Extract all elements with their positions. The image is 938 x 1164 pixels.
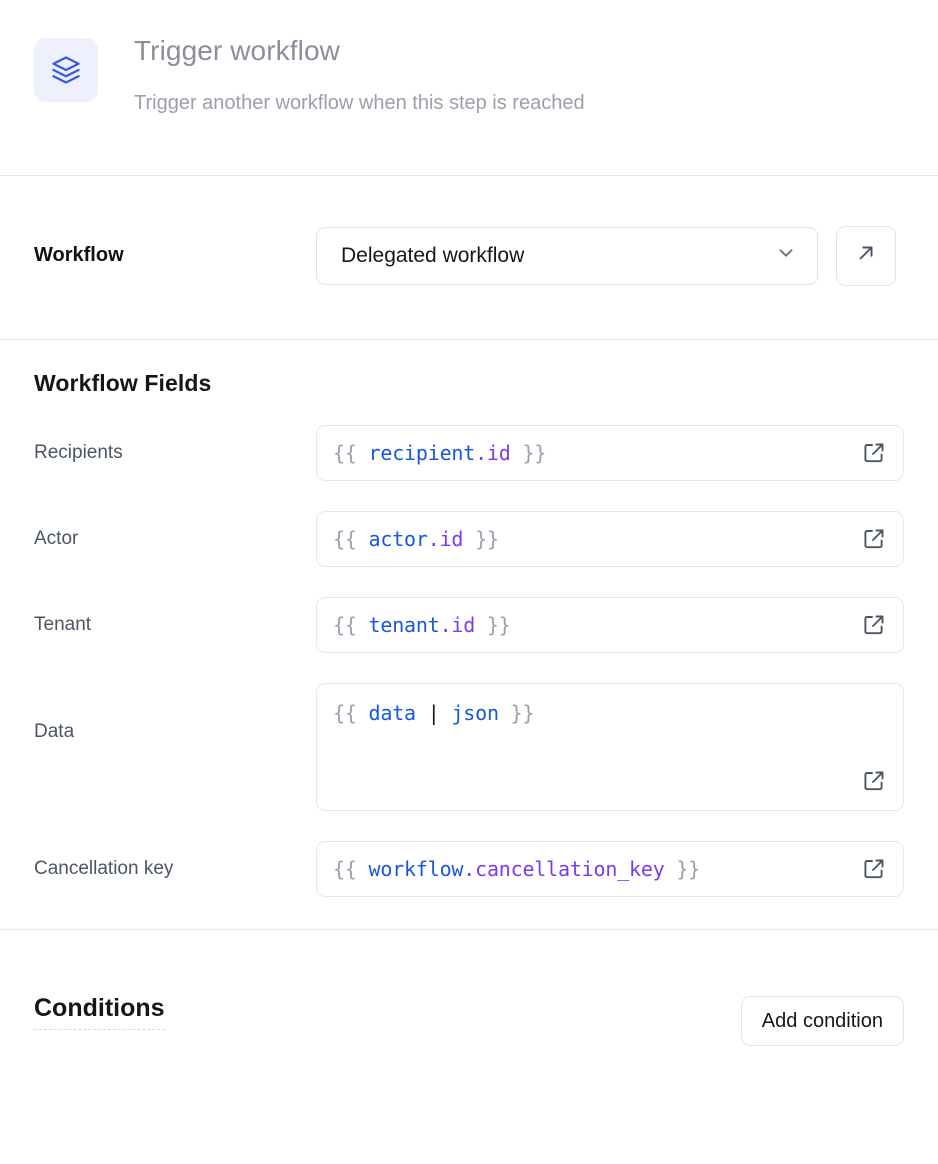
- field-row: Actor {{ actor.id }}: [34, 511, 904, 567]
- field-row: Tenant {{ tenant.id }}: [34, 597, 904, 653]
- field-label: Tenant: [34, 614, 92, 635]
- workflow-fields-heading: Workflow Fields: [34, 370, 212, 396]
- external-link-icon[interactable]: [859, 438, 889, 468]
- header-text-block: Trigger workflow Trigger another workflo…: [134, 32, 585, 116]
- field-input[interactable]: {{ recipient.id }}: [316, 425, 904, 481]
- external-link-icon[interactable]: [859, 854, 889, 884]
- field-input[interactable]: {{ tenant.id }}: [316, 597, 904, 653]
- workflow-select[interactable]: Delegated workflow: [316, 226, 818, 285]
- chevron-down-icon: [775, 242, 797, 269]
- workflow-fields-list: Recipients {{ recipient.id }} Actor {{ acto…: [34, 425, 904, 897]
- open-workflow-button[interactable]: [836, 225, 896, 286]
- field-row: Cancellation key {{ workflow.cancellation…: [34, 841, 904, 897]
- external-link-icon[interactable]: [859, 524, 889, 554]
- external-link-icon[interactable]: [859, 766, 889, 796]
- field-label: Data: [34, 721, 75, 742]
- field-value: {{ actor.id }}: [333, 527, 499, 551]
- field-value: {{ tenant.id }}: [333, 613, 511, 637]
- arrow-up-right-icon: [855, 242, 877, 269]
- field-input[interactable]: {{ data | json }}: [316, 683, 904, 811]
- panel-header: Trigger workflow Trigger another workflo…: [0, 0, 938, 176]
- field-input[interactable]: {{ actor.id }}: [316, 511, 904, 567]
- field-value: {{ workflow.cancellation_key }}: [333, 857, 701, 881]
- field-label: Recipients: [34, 442, 123, 463]
- field-label: Cancellation key: [34, 858, 174, 879]
- workflow-fields-section: Workflow Fields Recipients {{ recipient.i…: [0, 340, 938, 930]
- page-title: Trigger workflow: [134, 35, 340, 66]
- field-input[interactable]: {{ workflow.cancellation_key }}: [316, 841, 904, 897]
- workflow-select-value: Delegated workflow: [341, 243, 525, 267]
- external-link-icon[interactable]: [859, 610, 889, 640]
- field-row: Recipients {{ recipient.id }}: [34, 425, 904, 481]
- page-subtitle: Trigger another workflow when this step …: [134, 92, 585, 114]
- conditions-section: Conditions Add condition: [0, 930, 938, 1164]
- field-value: {{ recipient.id }}: [333, 441, 547, 465]
- workflow-label: Workflow: [34, 244, 124, 266]
- field-value: {{ data | json }}: [333, 701, 535, 725]
- conditions-title: Conditions: [34, 994, 165, 1030]
- field-row: Data {{ data | json }}: [34, 683, 904, 811]
- workflow-section: Workflow Delegated workflow: [0, 176, 938, 340]
- add-condition-button[interactable]: Add condition: [740, 996, 904, 1046]
- field-label: Actor: [34, 528, 79, 549]
- layers-icon: [34, 38, 98, 102]
- workflow-select-wrap: Delegated workflow: [316, 225, 904, 286]
